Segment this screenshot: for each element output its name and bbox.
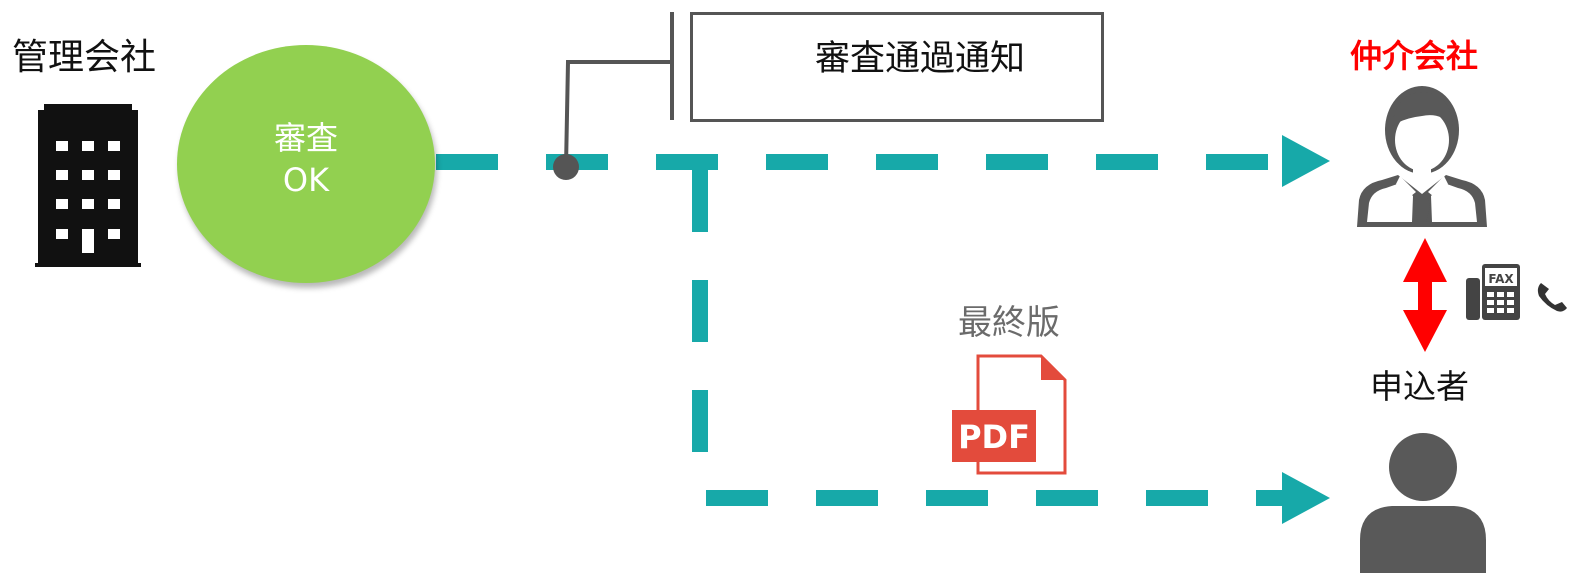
screening-line-1: 審査 [273,119,338,157]
pdf-file-icon: PDF [952,354,1067,475]
building-icon [35,104,141,267]
management-company-label: 管理会社 [12,37,157,78]
fax-text: FAX [1488,272,1514,286]
notification-callout-box [690,12,1104,122]
phone-icon [1537,283,1567,312]
fax-icon: FAX [1466,264,1520,320]
final-version-label: 最終版 [958,303,1060,343]
broker-label: 仲介会社 [1350,37,1479,75]
flow-arrow-to-applicant [692,170,1330,524]
exchange-arrow [1403,238,1447,352]
applicant-label: 申込者 [1370,367,1469,406]
screening-line-2: OK [282,161,330,199]
pdf-badge-text: PDF [958,418,1030,456]
person-icon [1360,433,1486,573]
businessman-icon [1357,86,1487,227]
screening-ok-circle: 審査 OK [177,45,435,283]
callout-connector [553,12,674,180]
notification-text: 審査通過通知 [815,39,1026,79]
